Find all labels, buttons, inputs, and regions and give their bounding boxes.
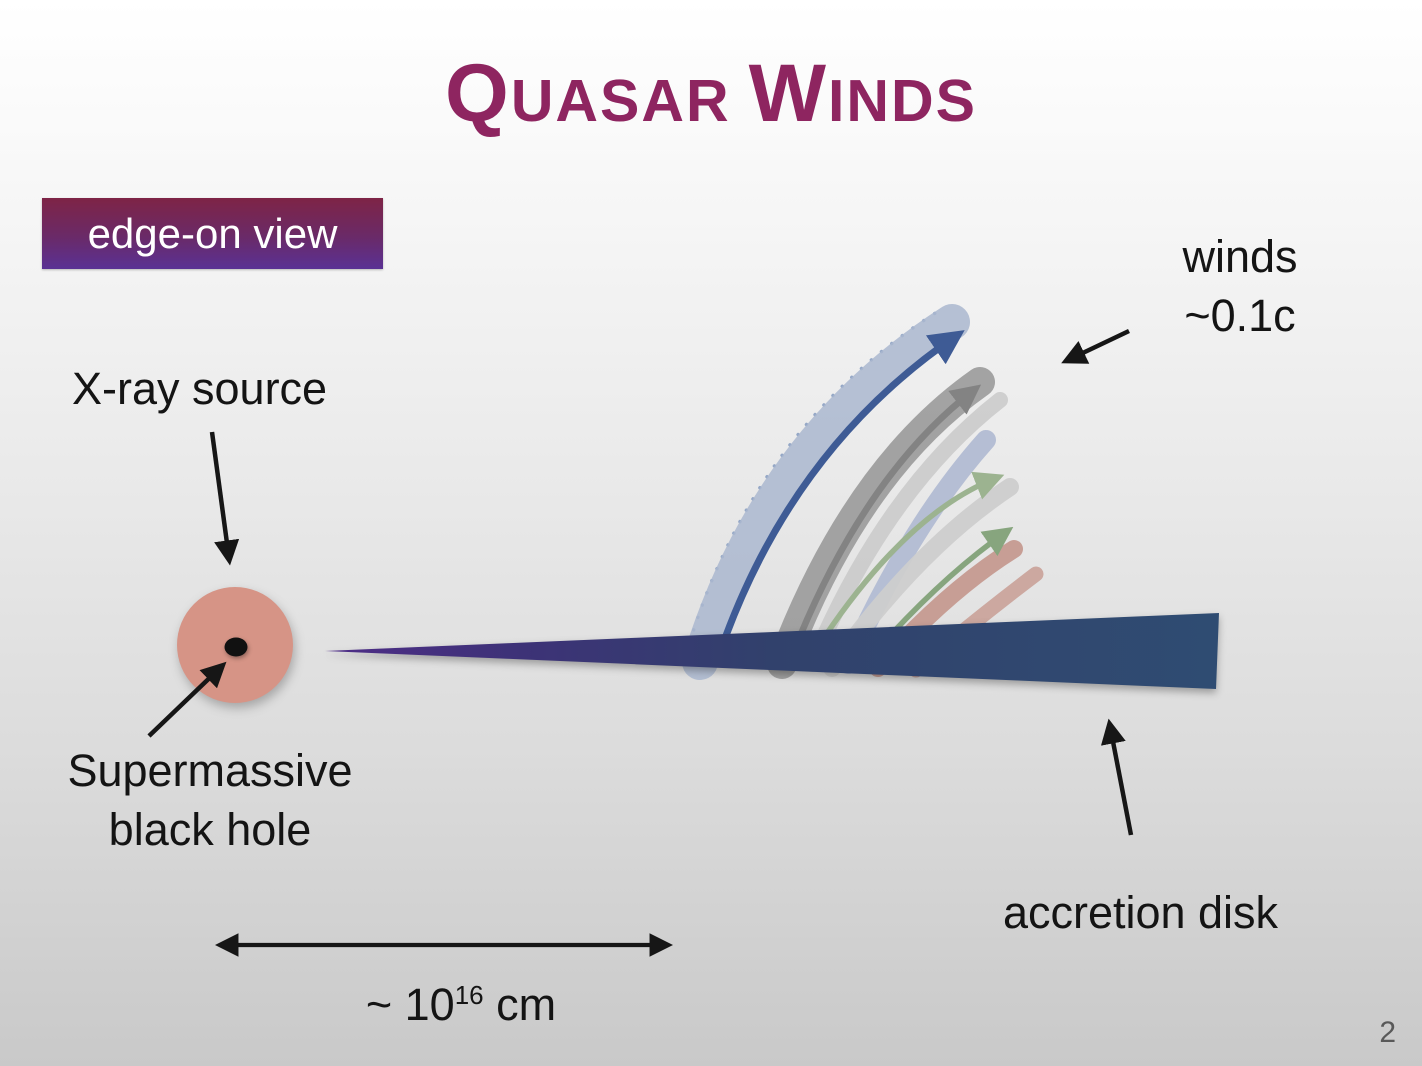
accretion-disk-arrow bbox=[1100, 718, 1134, 836]
page-number: 2 bbox=[1379, 1016, 1396, 1049]
scale-label-suffix: cm bbox=[483, 979, 557, 1030]
winds-label-line1: winds bbox=[1182, 231, 1298, 282]
xray-source-label: X-ray source bbox=[72, 363, 328, 414]
accretion-disk-label: accretion disk bbox=[1002, 887, 1279, 938]
winds-label-line2: ~0.1c bbox=[1184, 289, 1296, 341]
annotation-arrows bbox=[147, 328, 1134, 957]
black-hole-label-line2: black hole bbox=[108, 803, 312, 855]
accretion-disk-wedge bbox=[325, 613, 1219, 689]
black-hole-label: Supermassive black hole bbox=[40, 742, 380, 859]
title-word1-rest: UASAR bbox=[510, 68, 731, 134]
winds-label: winds ~0.1c bbox=[1130, 228, 1350, 345]
wind-streams bbox=[682, 304, 1044, 680]
wind-stream-gray-echo-band bbox=[804, 392, 1008, 672]
wind-stream-green1-arrow bbox=[809, 471, 1005, 659]
black-hole-dot bbox=[224, 637, 248, 657]
edge-on-view-label: edge-on view bbox=[87, 209, 338, 257]
wind-stream-gray-arrow bbox=[784, 384, 982, 670]
wind-stream-blue-arrow bbox=[712, 330, 965, 668]
title-word2-initial: W bbox=[748, 48, 829, 139]
scale-label-exponent: 16 bbox=[454, 980, 484, 1010]
xray-source-arrow bbox=[209, 431, 240, 566]
wind-stream-gray-band bbox=[767, 367, 995, 679]
edge-on-view-tag: edge-on view bbox=[42, 198, 383, 269]
scale-label: ~ 1016 cm bbox=[326, 976, 596, 1035]
black-hole-arrow bbox=[147, 661, 227, 738]
wind-stream-blue-band bbox=[682, 304, 970, 680]
black-hole-label-line1: Supermassive bbox=[67, 745, 353, 796]
title-word2-rest: INDS bbox=[828, 68, 977, 134]
title-word1-initial: Q bbox=[445, 48, 511, 139]
winds-arrow bbox=[1061, 328, 1130, 364]
scale-label-prefix: ~ 10 bbox=[365, 979, 455, 1030]
slide-title: QUASAR WINDS bbox=[0, 46, 1422, 165]
